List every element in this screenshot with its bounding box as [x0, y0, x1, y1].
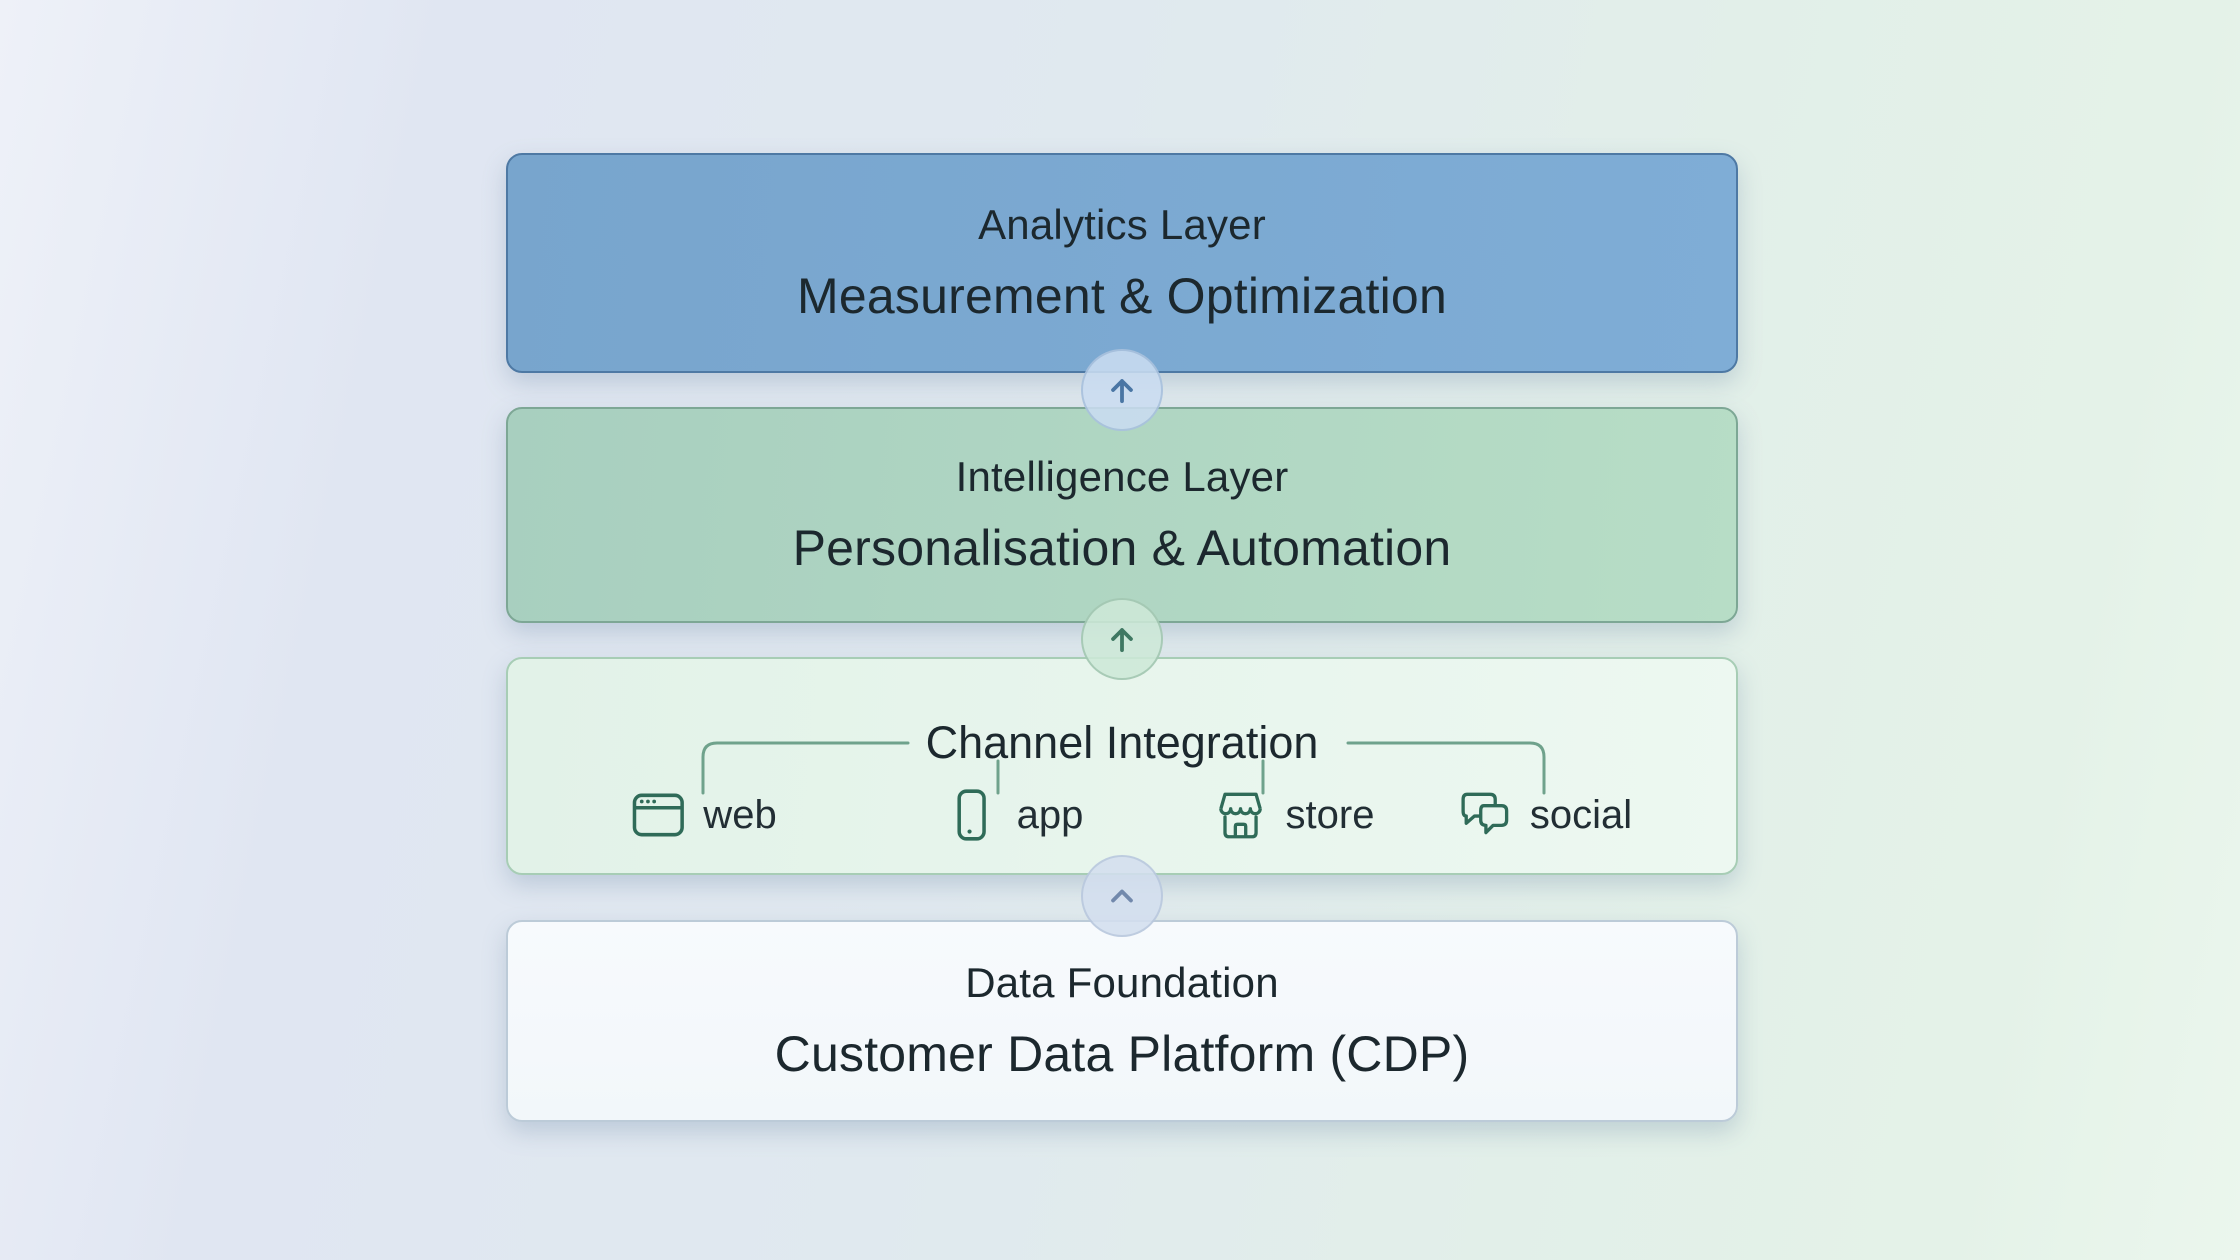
channel-item-web: web	[629, 785, 777, 845]
layer-subtitle: Personalisation & Automation	[792, 520, 1452, 576]
layer-title: Intelligence Layer	[955, 453, 1289, 500]
smartphone-icon	[957, 789, 986, 841]
channel-label: web	[703, 793, 777, 837]
layer-box-channel-integration: Channel Integration web app	[506, 657, 1738, 875]
channel-item-social: social	[1456, 785, 1632, 845]
layer-subtitle: Customer Data Platform (CDP)	[774, 1026, 1470, 1082]
layer-title: Data Foundation	[965, 959, 1279, 1006]
browser-icon	[632, 793, 684, 837]
storefront-icon	[1219, 792, 1262, 839]
layer-subtitle: Measurement & Optimization	[797, 268, 1447, 324]
channel-label: app	[1016, 793, 1084, 837]
layer-box-intelligence: Intelligence Layer Personalisation & Aut…	[506, 407, 1738, 623]
layer-box-data-foundation: Data Foundation Customer Data Platform (…	[506, 920, 1738, 1122]
arrow-up-icon	[1111, 379, 1133, 404]
connector-channel-to-intelligence	[1081, 598, 1163, 680]
channel-label: store	[1285, 793, 1375, 837]
channel-label: social	[1529, 793, 1633, 837]
chat-bubbles-icon	[1461, 792, 1509, 835]
bracket-lines	[701, 741, 1546, 795]
connector-intelligence-to-analytics	[1081, 349, 1163, 431]
connector-data-to-channel	[1081, 855, 1163, 937]
layer-title: Channel Integration	[925, 717, 1319, 768]
channel-item-app: app	[943, 785, 1084, 845]
channel-item-store: store	[1212, 785, 1375, 845]
chevron-up-icon	[1111, 889, 1133, 903]
arrow-up-icon	[1111, 628, 1133, 653]
layer-box-analytics: Analytics Layer Measurement & Optimizati…	[506, 153, 1738, 373]
layer-title: Analytics Layer	[978, 201, 1266, 248]
